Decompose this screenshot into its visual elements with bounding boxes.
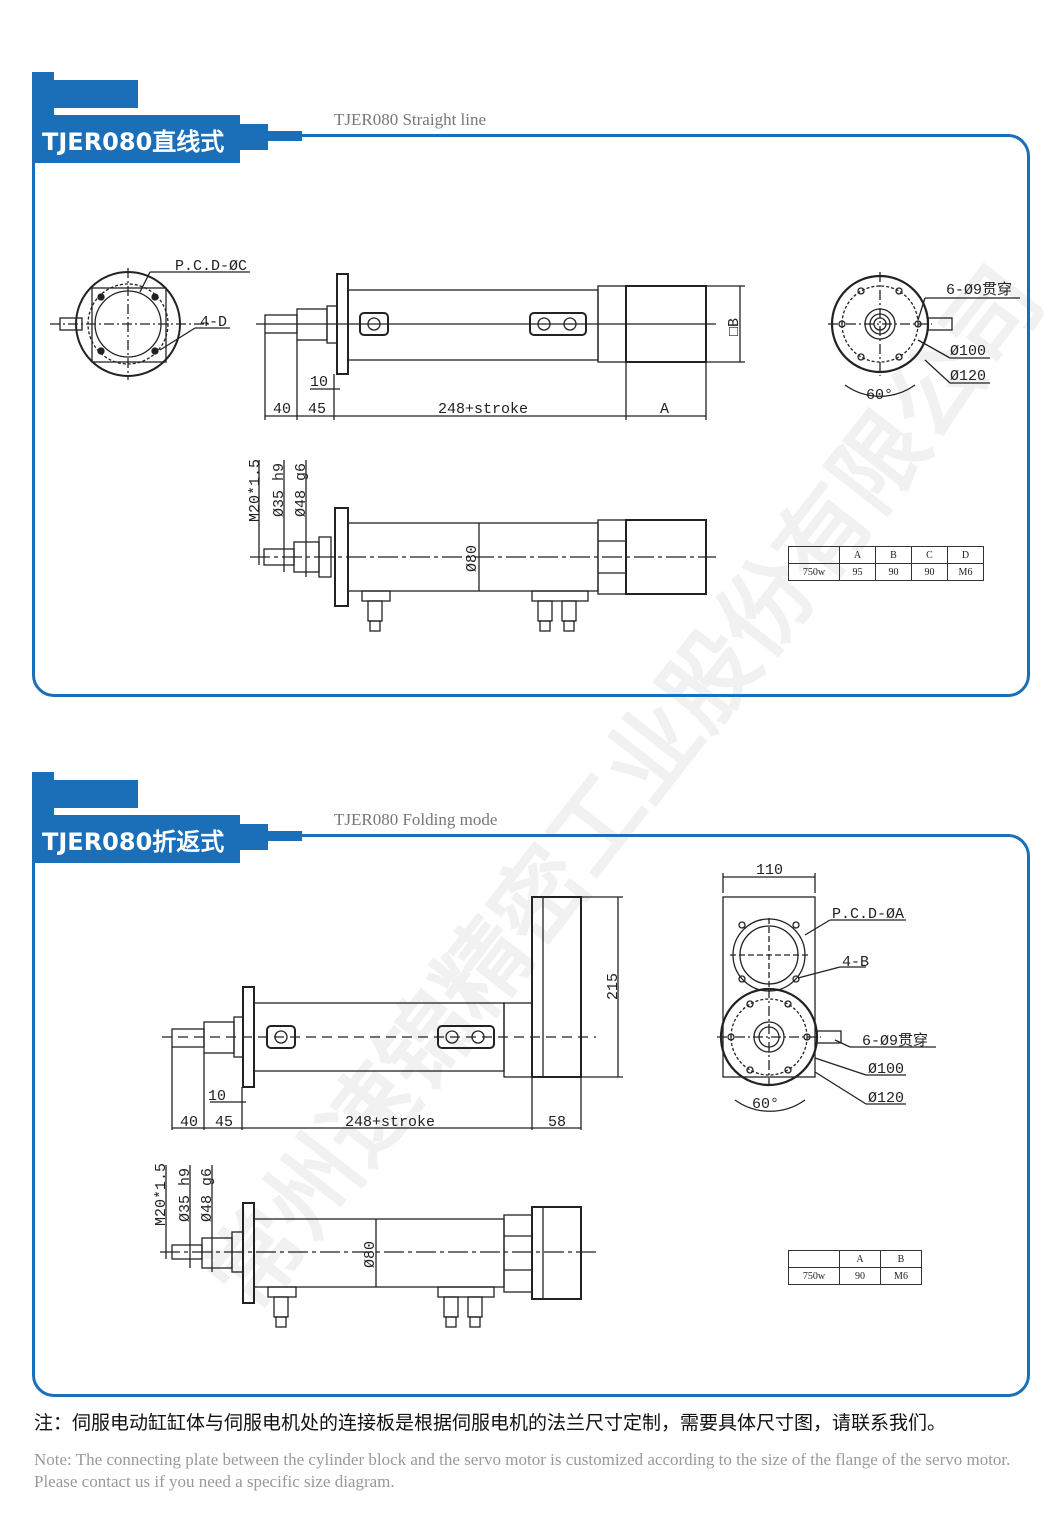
d48: Ø48 g6 xyxy=(199,1168,216,1222)
table-cell: M6 xyxy=(947,563,984,581)
d80: Ø80 xyxy=(464,545,481,572)
end-view xyxy=(717,873,936,1112)
side-view xyxy=(162,896,623,1130)
header-tab-decor xyxy=(266,131,302,141)
panel-frame xyxy=(32,834,1030,1397)
dim-40: 40 xyxy=(273,401,291,418)
d80: Ø80 xyxy=(362,1241,379,1268)
bottom-view xyxy=(160,1165,596,1328)
dim-body: 248+stroke xyxy=(345,1114,435,1131)
holes-label: 6-Ø9贯穿 xyxy=(862,1032,928,1050)
header-tab-decor xyxy=(32,115,240,163)
header-tab-decor xyxy=(54,80,138,108)
table-header xyxy=(788,1250,840,1268)
header-tab-decor xyxy=(54,780,138,808)
dim-40: 40 xyxy=(180,1114,198,1131)
spec-table: A B C D 750w 95 90 90 M6 xyxy=(788,546,984,581)
angle: 60° xyxy=(866,387,893,404)
dim-square: □B xyxy=(726,318,743,336)
header-tab-decor xyxy=(238,124,268,150)
dim-motor: A xyxy=(660,401,669,418)
header-tab-decor xyxy=(266,831,302,841)
table-cell: 750w xyxy=(788,1267,840,1285)
dim-45: 45 xyxy=(308,401,326,418)
table-cell: 750w xyxy=(788,563,840,581)
d-outer: Ø120 xyxy=(950,368,986,385)
holes-label: 6-Ø9贯穿 xyxy=(946,281,1012,299)
d35: Ø35 h9 xyxy=(271,463,288,517)
spec-table: A B 750w 90 M6 xyxy=(788,1250,922,1285)
side-view xyxy=(256,273,745,420)
table-cell: 95 xyxy=(839,563,876,581)
dim-motor: 58 xyxy=(548,1114,566,1131)
dim-width: 110 xyxy=(756,862,783,879)
d48: Ø48 g6 xyxy=(293,463,310,517)
dim-10: 10 xyxy=(310,374,328,391)
bottom-view xyxy=(250,460,716,632)
section-subtitle: TJER080 Folding mode xyxy=(334,810,498,829)
dim-body: 248+stroke xyxy=(438,401,528,418)
table-cell: M6 xyxy=(880,1267,922,1285)
dim-height: 215 xyxy=(605,973,622,1000)
section-title: TJER080直线式 xyxy=(42,128,225,156)
note-english: Note: The connecting plate between the c… xyxy=(34,1450,1011,1491)
table-header: D xyxy=(947,546,984,564)
table-row: 750w 90 M6 xyxy=(788,1267,922,1285)
d-inner: Ø100 xyxy=(868,1061,904,1078)
technical-drawing-straight: P.C.D-ØC 4-D 40 45 10 248+stroke A □B 6-… xyxy=(50,258,1020,632)
angle: 60° xyxy=(752,1096,779,1113)
pcd-label: P.C.D-ØA xyxy=(832,906,904,923)
table-cell: 90 xyxy=(839,1267,881,1285)
hole-label: 4-B xyxy=(842,954,869,971)
section-title: TJER080折返式 xyxy=(42,828,225,856)
hole-label: 4-D xyxy=(200,314,227,331)
pcd-label: P.C.D-ØC xyxy=(175,258,247,275)
panel-frame xyxy=(32,134,1030,697)
thread: M20*1.5 xyxy=(153,1163,170,1226)
thread: M20*1.5 xyxy=(247,459,264,522)
table-row: 750w 95 90 90 M6 xyxy=(788,563,984,581)
header-tab-decor xyxy=(32,815,240,863)
note-chinese: 注：伺服电动缸缸体与伺服电机处的连接板是根据伺服电机的法兰尺寸定制，需要具体尺寸… xyxy=(34,1412,947,1434)
section-subtitle: TJER080 Straight line xyxy=(334,110,487,129)
front-view xyxy=(50,268,250,380)
d35: Ø35 h9 xyxy=(177,1168,194,1222)
dim-10: 10 xyxy=(208,1088,226,1105)
table-header: B xyxy=(880,1250,922,1268)
header-tab-decor xyxy=(238,824,268,850)
d-inner: Ø100 xyxy=(950,343,986,360)
end-view xyxy=(828,272,1020,397)
d-outer: Ø120 xyxy=(868,1090,904,1107)
table-cell: 90 xyxy=(911,563,948,581)
table-header: A xyxy=(839,1250,881,1268)
dim-45: 45 xyxy=(215,1114,233,1131)
